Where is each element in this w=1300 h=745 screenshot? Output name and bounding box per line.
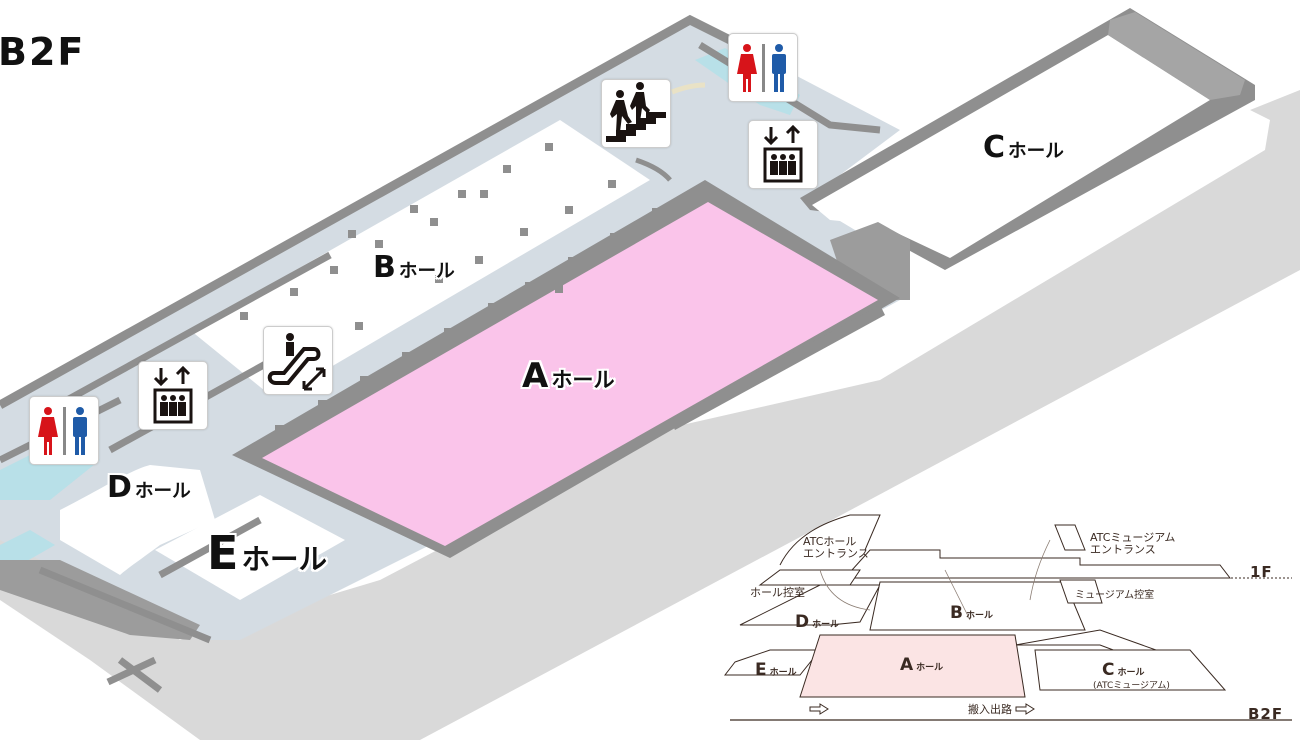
atc-hall-entrance-line2: エントランス <box>803 547 869 560</box>
inset-floor-b2f: B2F <box>1248 705 1284 723</box>
elevator-icon <box>153 365 193 424</box>
a-hall-floor <box>262 202 878 546</box>
hall-e-letter: E <box>207 526 239 580</box>
atc-museum-entrance-label: ATCミュージアム エントランス <box>1090 532 1175 556</box>
restroom-sign-top[interactable] <box>728 33 798 102</box>
service-block <box>830 222 910 300</box>
hall-b-suffix: ホール <box>398 261 455 282</box>
hall-b-letter: B <box>373 250 396 285</box>
stair-curve <box>671 82 706 95</box>
escalator-icon <box>267 333 326 391</box>
stair-rail <box>635 157 672 182</box>
north-outer-wall <box>0 14 733 409</box>
inset-a-hall <box>799 634 1026 698</box>
inset-hall-c-letter: C <box>1102 660 1115 680</box>
hall-a-suffix: ホール <box>551 367 615 392</box>
a-hall-lower-strip <box>670 305 885 430</box>
water-feature-bottom-left <box>0 530 55 565</box>
elevator-icon <box>763 124 803 183</box>
restroom-icon <box>38 407 87 455</box>
inset-hall-c-suffix: ホール <box>1117 668 1145 678</box>
restroom-icon <box>737 44 786 92</box>
atc-hall-entrance-label: ATCホール エントランス <box>803 536 869 560</box>
stairs-icon <box>606 82 666 142</box>
inset-hall-d-suffix: ホール <box>812 620 840 630</box>
c-hall-side-rooms <box>1108 12 1245 100</box>
inset-hall-a-suffix: ホール <box>916 663 944 673</box>
atc-museum-entrance-line2: エントランス <box>1090 543 1156 556</box>
a-hall-piers <box>275 208 666 433</box>
inset-hall-b-letter: B <box>950 603 963 623</box>
d-hall-floor <box>60 465 215 575</box>
hall-e-suffix: ホール <box>241 543 327 576</box>
hall-waiting-room-label: ホール控室 <box>750 586 805 599</box>
bottom-left-block <box>0 560 200 640</box>
b-hall-columns <box>240 143 616 330</box>
elevator-sign-top[interactable] <box>748 120 818 189</box>
hall-d-suffix: ホール <box>134 481 191 502</box>
cross-section-drawing <box>723 514 1292 721</box>
inset-hall-e-letter: E <box>755 660 767 680</box>
c-hall-note-label: (ATCミュージアム) <box>1093 681 1170 691</box>
hall-a-letter: A <box>522 356 549 396</box>
museum-waiting-room-label: ミュージアム控室 <box>1075 590 1155 601</box>
restroom-sign-left[interactable] <box>29 396 99 465</box>
floor-title: B2F <box>0 30 86 74</box>
hall-c-suffix: ホール <box>1008 141 1064 162</box>
c-hall-floor <box>812 35 1210 258</box>
inset-floor-1f: 1F <box>1250 563 1273 581</box>
loading-route-label: 搬入出路 <box>968 703 1012 716</box>
hall-c-letter: C <box>983 130 1006 165</box>
escalator-sign[interactable] <box>263 326 333 395</box>
hall-d-letter: D <box>107 470 132 505</box>
e-hall-floor <box>155 495 345 600</box>
inset-hall-d-letter: D <box>795 612 810 632</box>
inset-hall-a-letter: A <box>900 655 914 675</box>
atc-museum-entrance-line1: ATCミュージアム <box>1090 531 1176 544</box>
elevator-sign-left[interactable] <box>138 361 208 430</box>
cross-section-inset: ATCホール エントランス ATCミュージアム エントランス ホール控室 ミュー… <box>720 510 1300 740</box>
stairs-sign[interactable] <box>601 79 671 148</box>
atc-hall-entrance-line1: ATCホール <box>803 535 857 548</box>
inset-hall-b-suffix: ホール <box>965 611 993 621</box>
inset-hall-e-suffix: ホール <box>769 668 797 678</box>
